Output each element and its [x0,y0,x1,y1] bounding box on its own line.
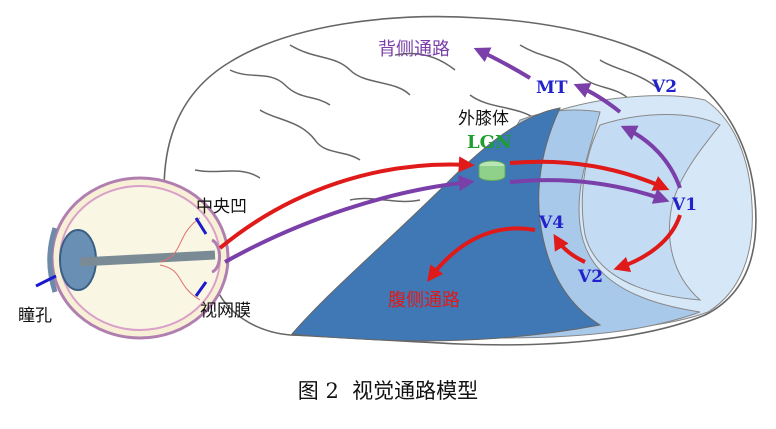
lgn-to-v1-ventral-arrow [509,159,670,191]
v2-to-mt-arrow [573,83,622,114]
v4-label: V4 [538,213,564,233]
retina-to-lgn-dorsal-arrow [224,175,475,264]
fovea-label: 中央凹 [196,197,247,217]
cortex-dark-region [291,107,602,342]
retina-to-lgn-ventral-arrow [218,156,475,250]
ventral-pathway-label: 腹侧通路 [388,290,460,311]
lgn-to-v1-dorsal-arrow [509,178,670,204]
eye [47,176,230,340]
dorsal-pathway-label: 背侧通路 [378,39,450,60]
lgn-cn-label: 外膝体 [458,109,509,129]
lgn-label: LGN [467,132,511,153]
cortex-inner-band [581,114,721,301]
v1-label: V1 [671,195,697,215]
pupil-label: 瞳孔 [18,306,52,326]
mt-label: MT [536,78,568,98]
v4-to-ventral-arrow [427,226,536,282]
v2-bottom-label: V2 [577,267,603,287]
retina-pointer [194,281,208,297]
lgn-node [478,160,506,181]
v2-to-v4-arrow [553,233,586,264]
v2-top-label: V2 [651,77,677,97]
pupil-pointer [35,274,57,288]
v1-to-v2-ventral-arrow [613,214,682,273]
mt-to-dorsal-arrow [473,47,532,80]
retina-label: 视网膜 [200,301,251,321]
fovea-pointer [194,217,208,235]
v1-to-v2-dorsal-arrow [620,125,682,189]
figure-caption: 图 2 视觉通路模型 [298,379,478,403]
